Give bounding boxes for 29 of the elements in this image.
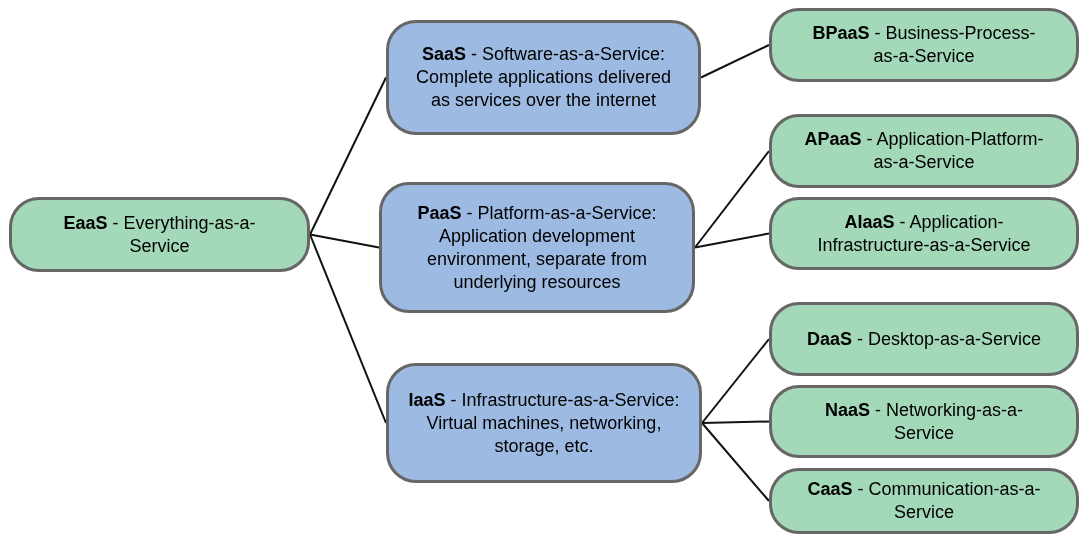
category-box bbox=[379, 182, 695, 313]
service-box bbox=[769, 385, 1079, 458]
connector-line bbox=[694, 232, 770, 249]
root-box bbox=[9, 197, 310, 272]
connector-line bbox=[309, 76, 387, 236]
node-text: SaaS - Software-as-a-Service: Complete applications delivered as services over the internet bbox=[414, 43, 673, 112]
node-text: BPaaS - Business-Process-as-a-Service bbox=[811, 22, 1037, 68]
service-box bbox=[769, 302, 1079, 376]
service-box bbox=[769, 468, 1079, 534]
connector-line bbox=[701, 422, 770, 502]
node-text: APaaS - Application-Platform-as-a-Service bbox=[803, 128, 1045, 174]
node-text: PaaS - Platform-as-a-Service: Application development environment, separate from underlying resources bbox=[416, 201, 658, 294]
category-box bbox=[386, 20, 701, 135]
connector-line bbox=[694, 150, 770, 249]
service-box bbox=[769, 197, 1079, 270]
node-text: IaaS - Infrastructure-as-a-Service: Virtual machines, networking, storage, etc. bbox=[407, 388, 681, 458]
node-text: AIaaS - Application-Infrastructure-as-a-Service bbox=[816, 210, 1032, 257]
node-text: CaaS - Communication-as-a-Service bbox=[806, 478, 1042, 524]
node-text: EaaS - Everything-as-a-Service bbox=[62, 211, 257, 258]
connector-line bbox=[700, 44, 770, 79]
connector-line bbox=[309, 233, 387, 424]
connector-line bbox=[309, 233, 380, 249]
service-box bbox=[769, 114, 1079, 188]
node-text: NaaS - Networking-as-a-Service bbox=[823, 398, 1025, 445]
node-text: DaaS - Desktop-as-a-Service bbox=[806, 327, 1042, 351]
connector-line bbox=[701, 338, 770, 424]
connector-line bbox=[701, 420, 770, 424]
service-box bbox=[769, 8, 1079, 82]
category-box bbox=[386, 363, 702, 483]
